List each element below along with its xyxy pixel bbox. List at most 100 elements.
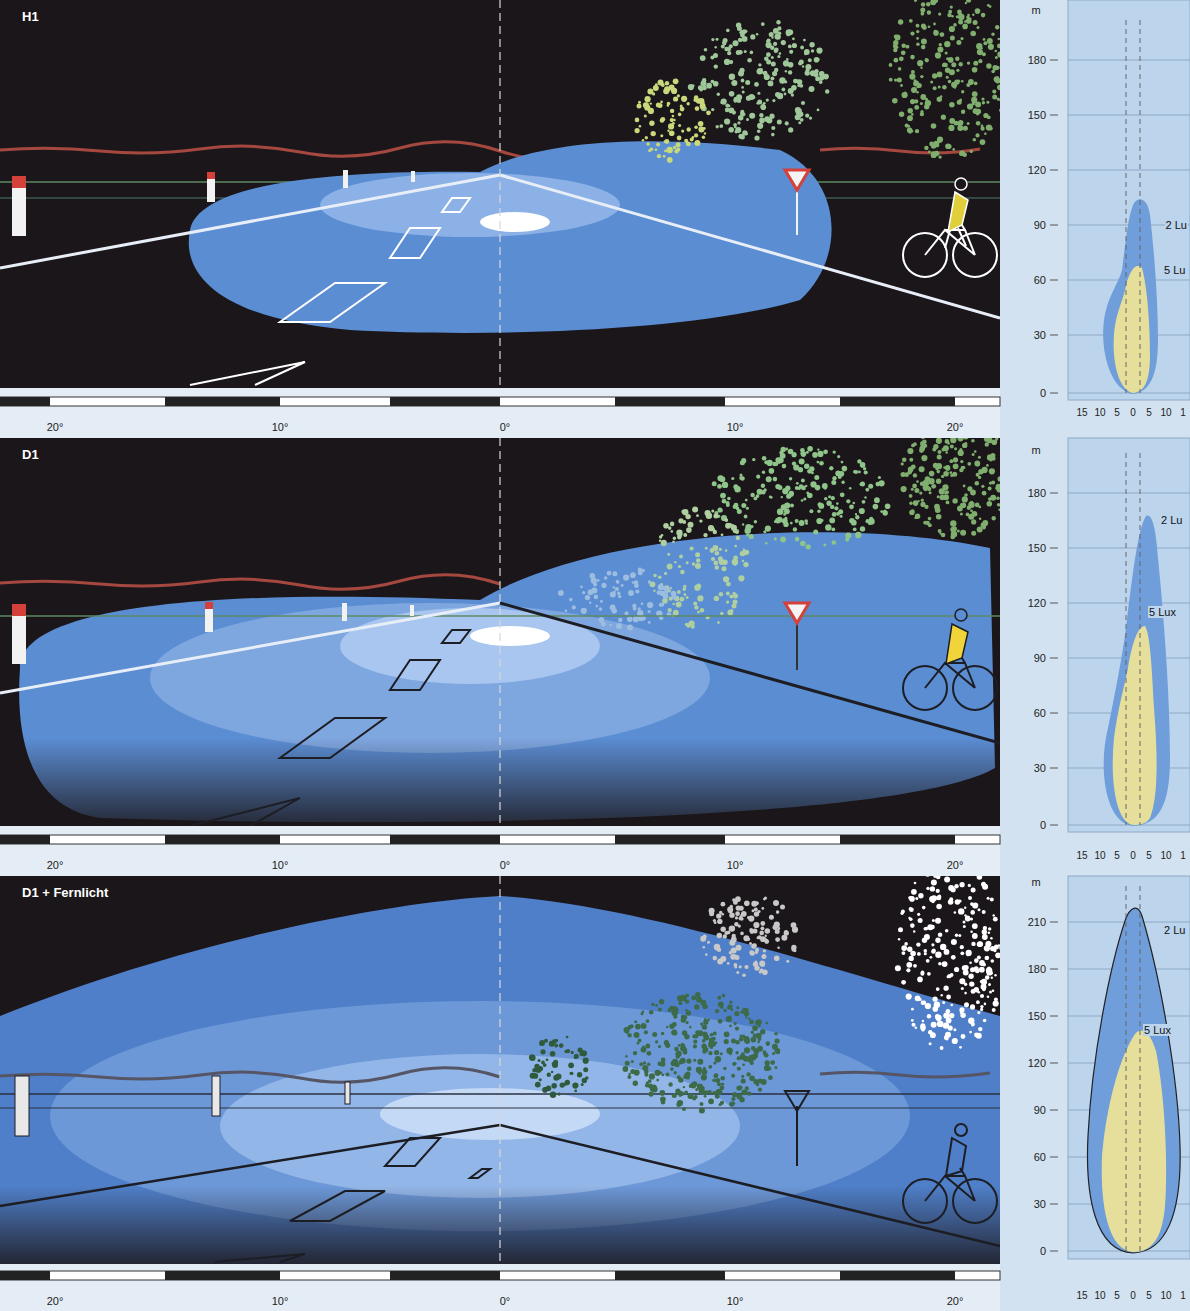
foliage-dot [801, 478, 805, 482]
foliage-dot [934, 1003, 939, 1008]
foliage-dot [911, 1008, 914, 1011]
foliage-dot [785, 70, 787, 72]
foliage-dot [899, 112, 904, 117]
foliage-dot [919, 491, 922, 494]
foliage-dot [747, 1091, 751, 1095]
foliage-dot [739, 906, 744, 911]
foliage-dot [641, 1023, 647, 1029]
foliage-dot [841, 481, 844, 484]
foliage-dot [895, 34, 901, 40]
foliage-dot [697, 610, 700, 613]
foliage-dot [758, 1038, 762, 1042]
foliage-dot [806, 544, 811, 549]
angle-label: 10° [272, 421, 289, 433]
foliage-dot [894, 58, 899, 63]
foliage-dot [714, 64, 718, 68]
foliage-dot [647, 1051, 652, 1056]
foliage-dot [734, 1011, 739, 1016]
foliage-dot [702, 86, 707, 91]
foliage-dot [982, 52, 986, 56]
foliage-dot [671, 1029, 677, 1035]
foliage-dot [944, 877, 950, 883]
foliage-dot [720, 475, 723, 478]
foliage-dot [982, 934, 988, 940]
foliage-dot [936, 463, 942, 469]
foliage-dot [646, 1019, 650, 1023]
foliage-dot [672, 540, 675, 543]
unit-label: m [1031, 4, 1040, 16]
foliage-dot [781, 40, 786, 45]
foliage-dot [715, 551, 720, 556]
foliage-dot [757, 68, 763, 74]
foliage-dot [720, 493, 726, 499]
foliage-dot [898, 19, 903, 24]
lateral-tick: 15 [1076, 407, 1087, 418]
foliage-dot [714, 944, 720, 950]
foliage-dot [713, 1062, 716, 1065]
foliage-dot [795, 114, 801, 120]
foliage-dot [913, 473, 917, 477]
foliage-dot [717, 484, 722, 489]
foliage-dot [975, 102, 981, 108]
foliage-dot [613, 586, 616, 589]
foliage-dot [782, 518, 788, 524]
foliage-dot [859, 508, 865, 514]
foliage-dot [943, 445, 949, 451]
foliage-dot [988, 497, 992, 501]
foliage-dot [957, 530, 960, 533]
foliage-dot [601, 583, 606, 588]
foliage-dot [683, 1076, 686, 1079]
foliage-dot [970, 490, 976, 496]
foliage-dot [832, 476, 836, 480]
foliage-dot [907, 448, 913, 454]
foliage-dot [945, 144, 951, 150]
foliage-dot [761, 926, 765, 930]
foliage-dot [766, 1022, 769, 1025]
foliage-dot [976, 1000, 980, 1004]
foliage-dot [944, 986, 949, 991]
foliage-dot [674, 561, 676, 563]
foliage-dot [809, 42, 814, 47]
foliage-dot [644, 1073, 648, 1077]
foliage-dot [822, 483, 828, 489]
foliage-dot [955, 57, 959, 61]
foliage-dot [736, 1007, 739, 1010]
foliage-dot [911, 87, 917, 93]
foliage-dot [976, 43, 982, 49]
foliage-dot [715, 1056, 721, 1062]
foliage-dot [673, 146, 676, 149]
foliage-dot [772, 99, 775, 102]
foliage-dot [961, 503, 967, 509]
foliage-dot [947, 974, 951, 978]
foliage-dot [966, 18, 972, 24]
foliage-dot [855, 515, 859, 519]
foliage-dot [936, 895, 941, 900]
foliage-dot [727, 51, 731, 55]
foliage-dot [742, 523, 744, 525]
foliage-dot [735, 1051, 738, 1054]
unit-label: m [1031, 444, 1040, 456]
foliage-dot [752, 95, 756, 99]
foliage-dot [722, 482, 728, 488]
foliage-dot [688, 84, 694, 90]
foliage-dot [991, 959, 995, 963]
foliage-dot [918, 918, 923, 923]
foliage-dot [936, 1015, 942, 1021]
foliage-dot [700, 608, 704, 612]
foliage-dot [967, 462, 971, 466]
angle-label: 10° [727, 421, 744, 433]
foliage-dot [973, 61, 978, 66]
foliage-dot [960, 37, 963, 40]
foliage-dot [663, 88, 669, 94]
foliage-dot [670, 109, 674, 113]
foliage-dot [732, 1092, 737, 1097]
foliage-dot [977, 527, 983, 533]
foliage-dot [775, 484, 780, 489]
foliage-dot [972, 933, 978, 939]
foliage-dot [728, 105, 731, 108]
foliage-dot [627, 1075, 631, 1079]
foliage-dot [627, 1033, 631, 1037]
foliage-dot [729, 60, 733, 64]
foliage-dot [734, 503, 739, 508]
